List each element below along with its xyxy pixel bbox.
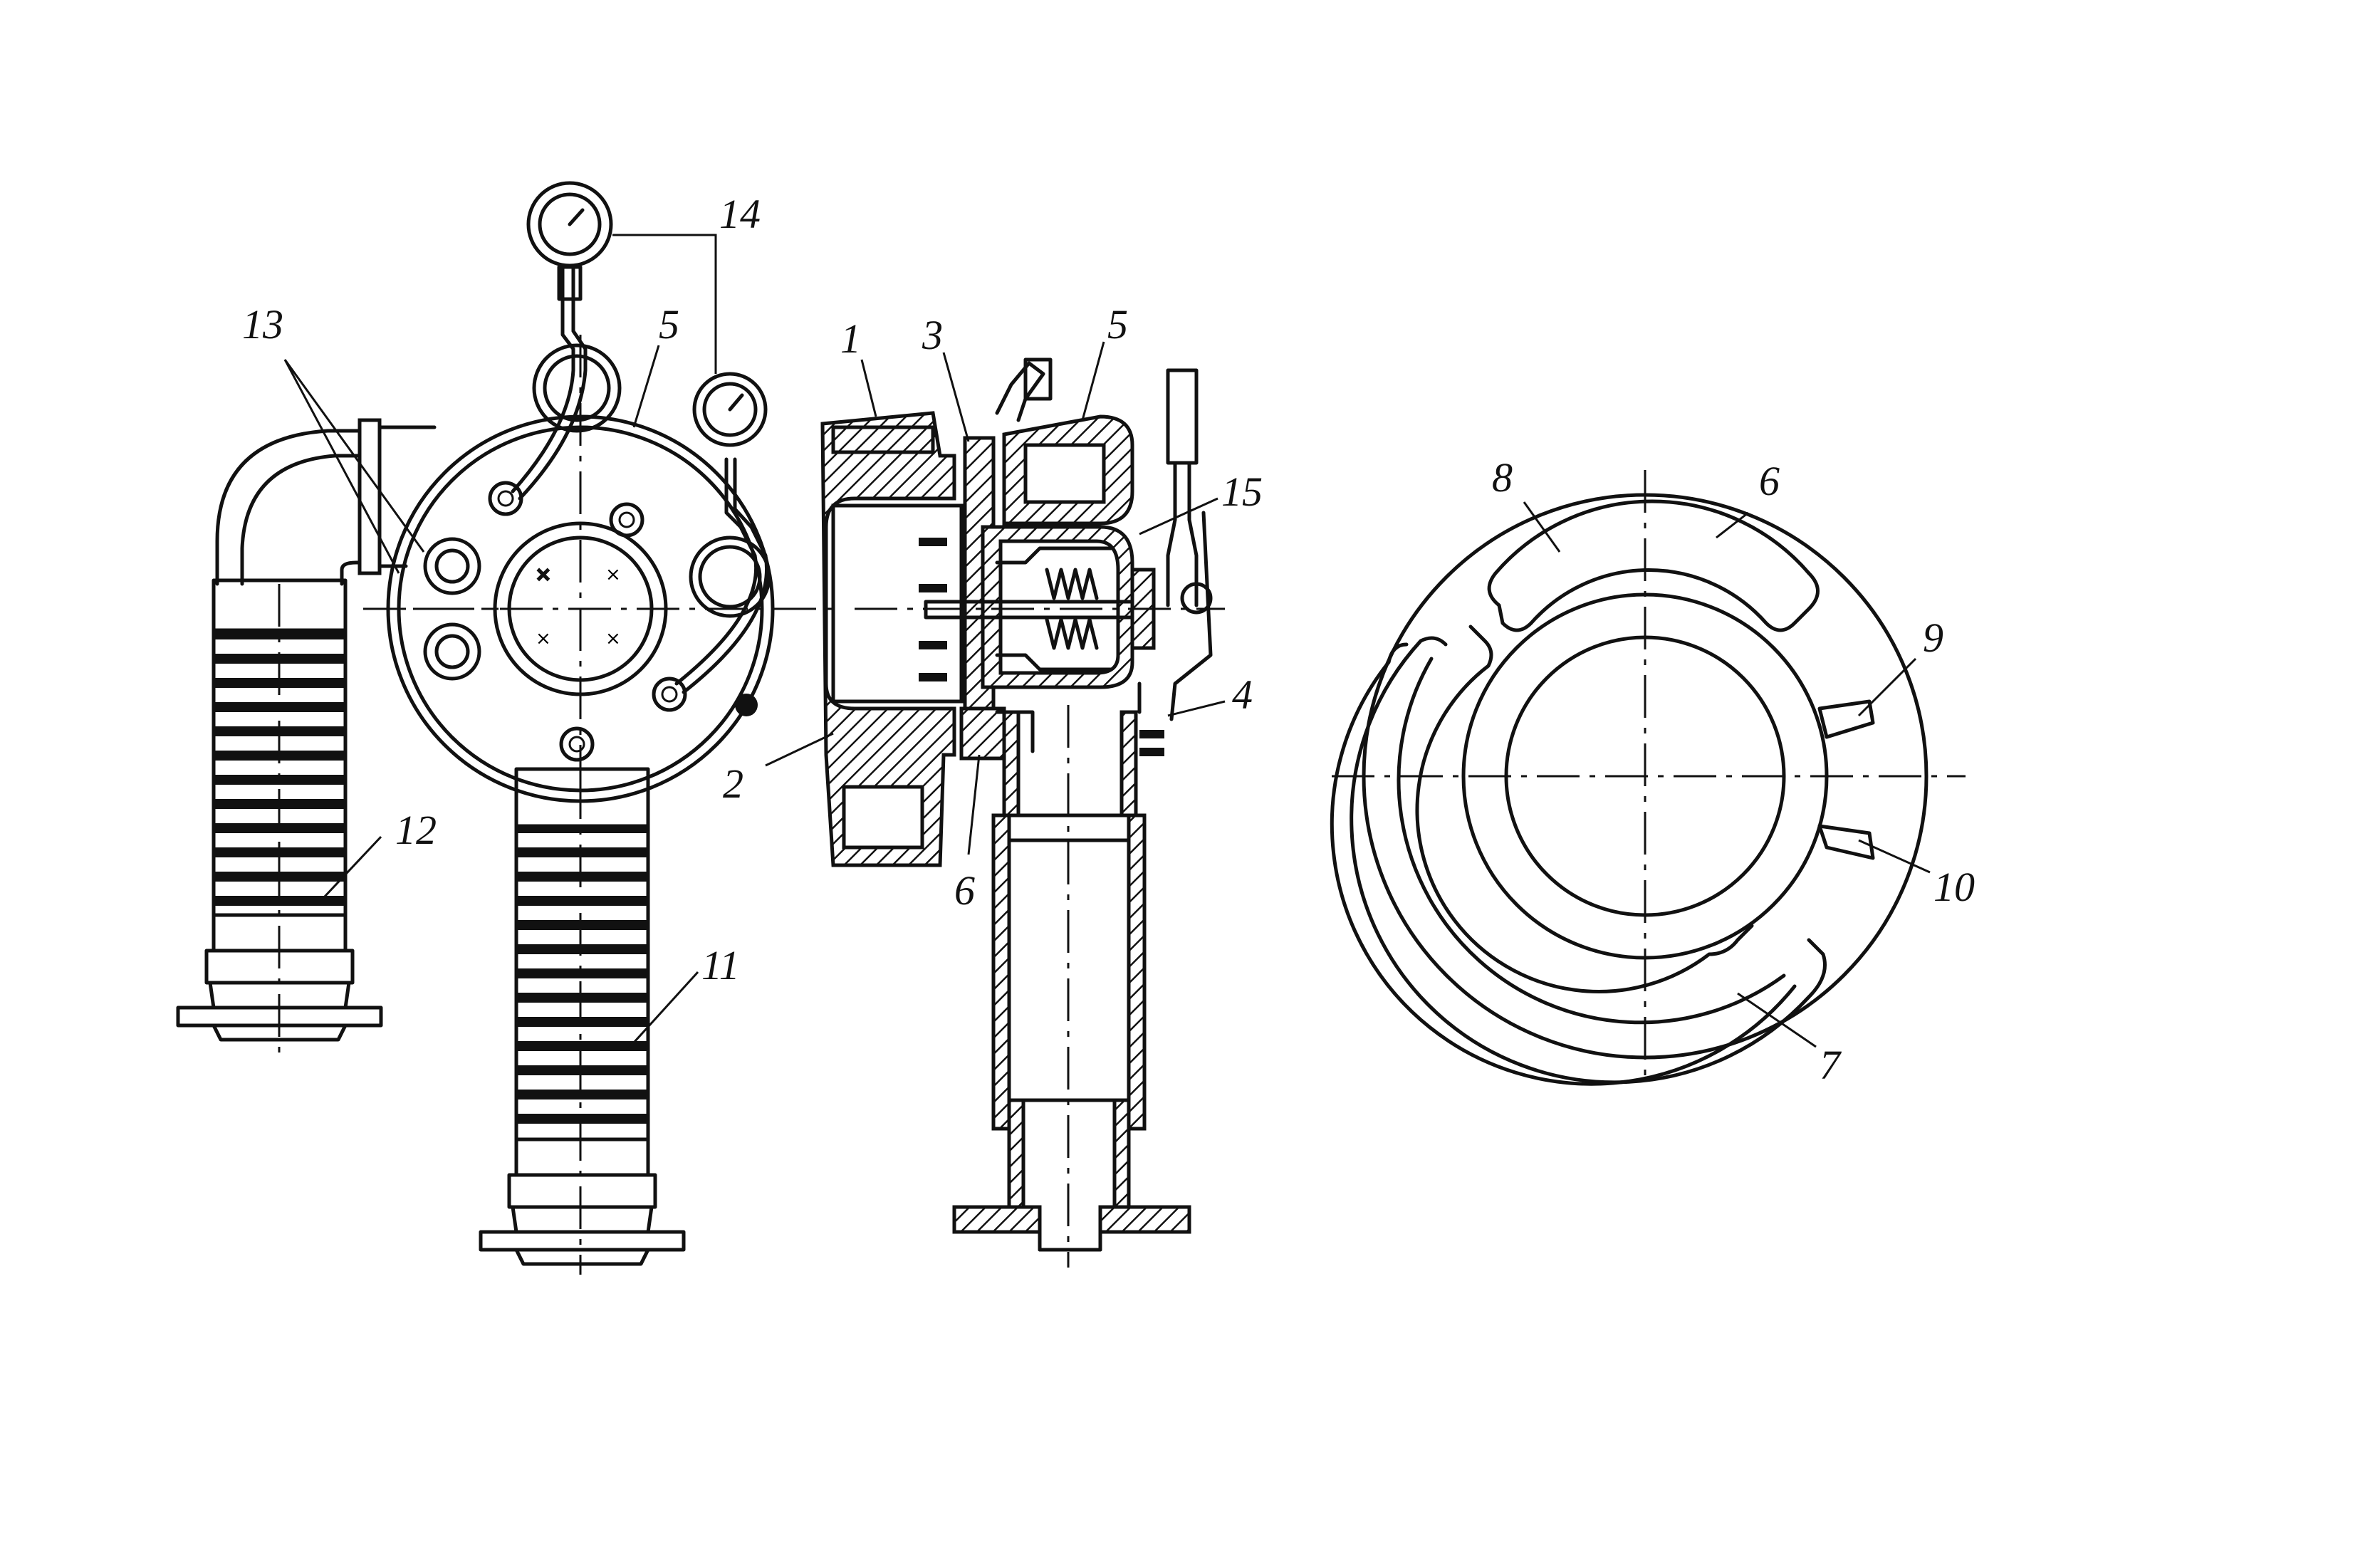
spring (1045, 568, 1099, 650)
callout-11: 11 (701, 942, 740, 988)
callout-labels: 1 2 3 4 5 5 6 6 7 8 9 10 11 12 13 14 15 (242, 191, 1975, 1088)
pressure-gauge-right (692, 372, 768, 447)
svg-text:×: × (605, 628, 621, 649)
callout-10: 10 (1933, 864, 1975, 910)
svg-text:×: × (536, 564, 551, 585)
callout-3: 3 (922, 312, 943, 358)
callout-1: 1 (840, 315, 861, 362)
elbow-pipe (215, 418, 437, 586)
callout-6-plate: 6 (1759, 458, 1780, 504)
callout-12: 12 (395, 807, 437, 853)
section-view (820, 357, 1225, 1268)
leader-lines (283, 341, 1931, 1052)
callout-13: 13 (242, 301, 283, 348)
svg-text:×: × (605, 564, 621, 585)
callout-9: 9 (1923, 615, 1943, 661)
pressure-gauge-top (526, 181, 613, 301)
callout-7: 7 (1820, 1042, 1842, 1088)
distribution-plate (1330, 470, 1966, 1086)
callout-4: 4 (1232, 672, 1253, 718)
callout-15: 15 (1221, 469, 1263, 515)
callout-6-section: 6 (954, 867, 975, 914)
leader-14 (612, 234, 717, 374)
bellows-hose-left (176, 578, 383, 1054)
callout-5-section: 5 (1107, 301, 1128, 348)
front-view: × × × × (176, 181, 855, 1275)
bellows-hose-bottom (479, 767, 686, 1275)
callout-2: 2 (723, 761, 743, 807)
callout-8: 8 (1492, 454, 1513, 501)
callout-5-front: 5 (659, 301, 679, 348)
svg-text:×: × (536, 628, 551, 649)
distributor-body-front: × × × × (363, 265, 855, 803)
callout-14: 14 (719, 191, 761, 237)
